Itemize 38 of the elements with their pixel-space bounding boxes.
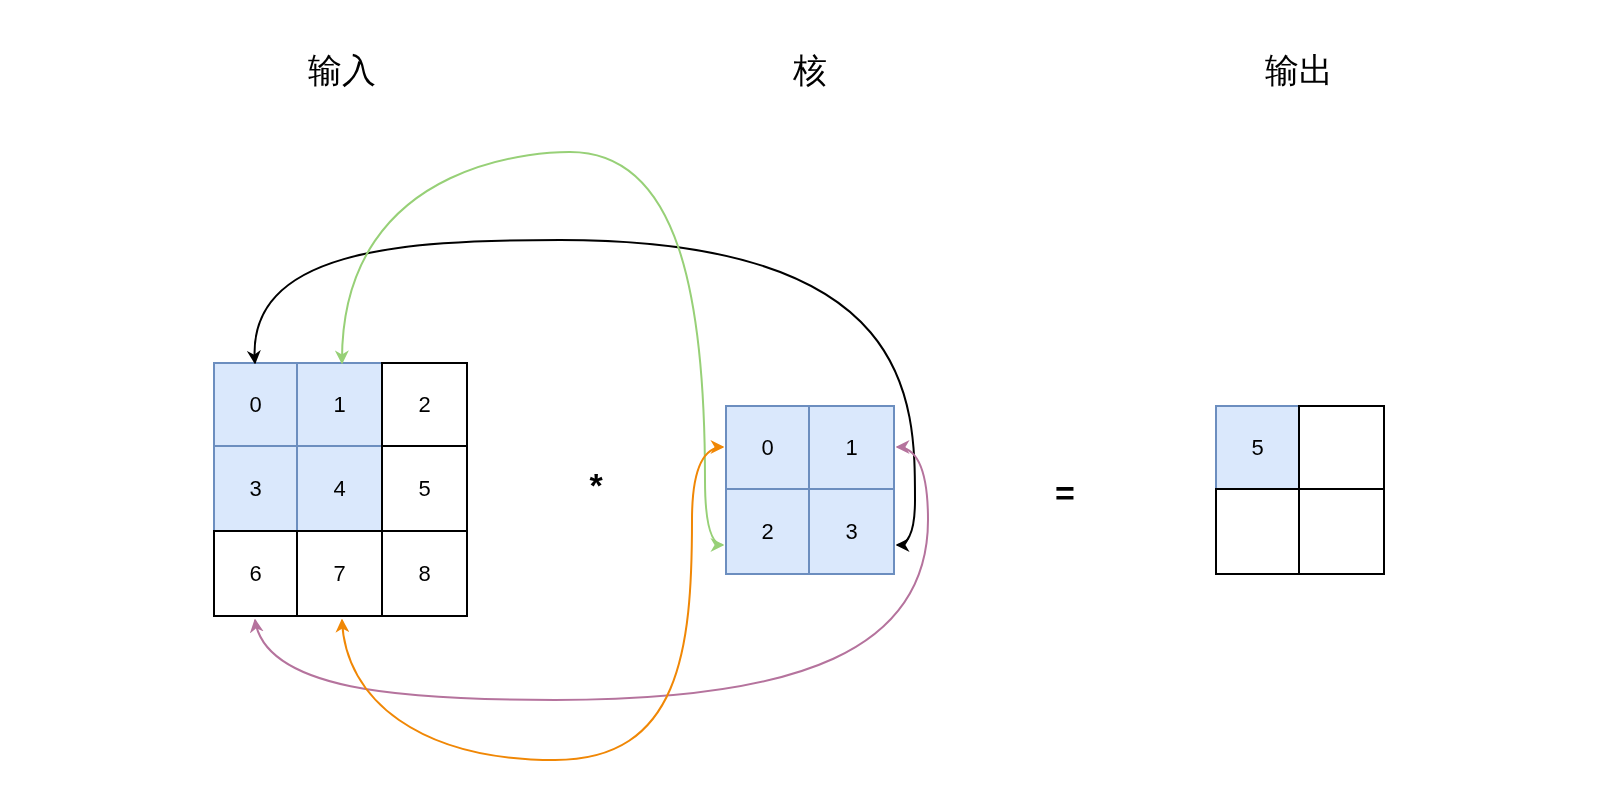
matrix-heading: 核 xyxy=(793,49,827,92)
matrix-heading: 输入 xyxy=(308,49,376,92)
matrix-cell xyxy=(213,362,298,447)
curved-arrow xyxy=(252,441,929,701)
cell-value: 5 xyxy=(1251,434,1264,461)
empty-cell xyxy=(1298,488,1385,575)
curved-arrow xyxy=(336,151,725,550)
cell-value: 6 xyxy=(249,560,262,587)
matrix-cell xyxy=(1215,405,1300,490)
matrix-heading: 输出 xyxy=(1265,49,1333,92)
matrix-cell xyxy=(808,405,895,490)
cell-value: 2 xyxy=(418,391,431,418)
cell-value: 2 xyxy=(761,518,774,545)
matrix-cell xyxy=(296,445,383,532)
operator-symbol: * xyxy=(589,465,603,505)
curved-arrow xyxy=(248,239,916,551)
matrix-cell xyxy=(725,488,810,575)
matrix-cell xyxy=(213,530,298,617)
cell-value: 3 xyxy=(845,518,858,545)
cell-value: 3 xyxy=(249,475,262,502)
cell-value: 1 xyxy=(845,434,858,461)
matrix-cell xyxy=(381,445,468,532)
matrix-cell xyxy=(808,488,895,575)
cell-value: 8 xyxy=(418,560,431,587)
matrix-cell xyxy=(296,362,383,447)
operator-symbol: = xyxy=(1055,473,1075,513)
matrix-cell xyxy=(213,445,298,532)
matrix-cell xyxy=(296,530,383,617)
cell-value: 0 xyxy=(761,434,774,461)
cell-value: 4 xyxy=(333,475,346,502)
curved-arrow xyxy=(336,441,725,761)
matrix-cell xyxy=(725,405,810,490)
cell-value: 0 xyxy=(249,391,262,418)
matrix-cell xyxy=(381,362,468,447)
cell-value: 1 xyxy=(333,391,346,418)
cell-value: 5 xyxy=(418,475,431,502)
matrix-cell xyxy=(381,530,468,617)
cell-value: 7 xyxy=(333,560,346,587)
